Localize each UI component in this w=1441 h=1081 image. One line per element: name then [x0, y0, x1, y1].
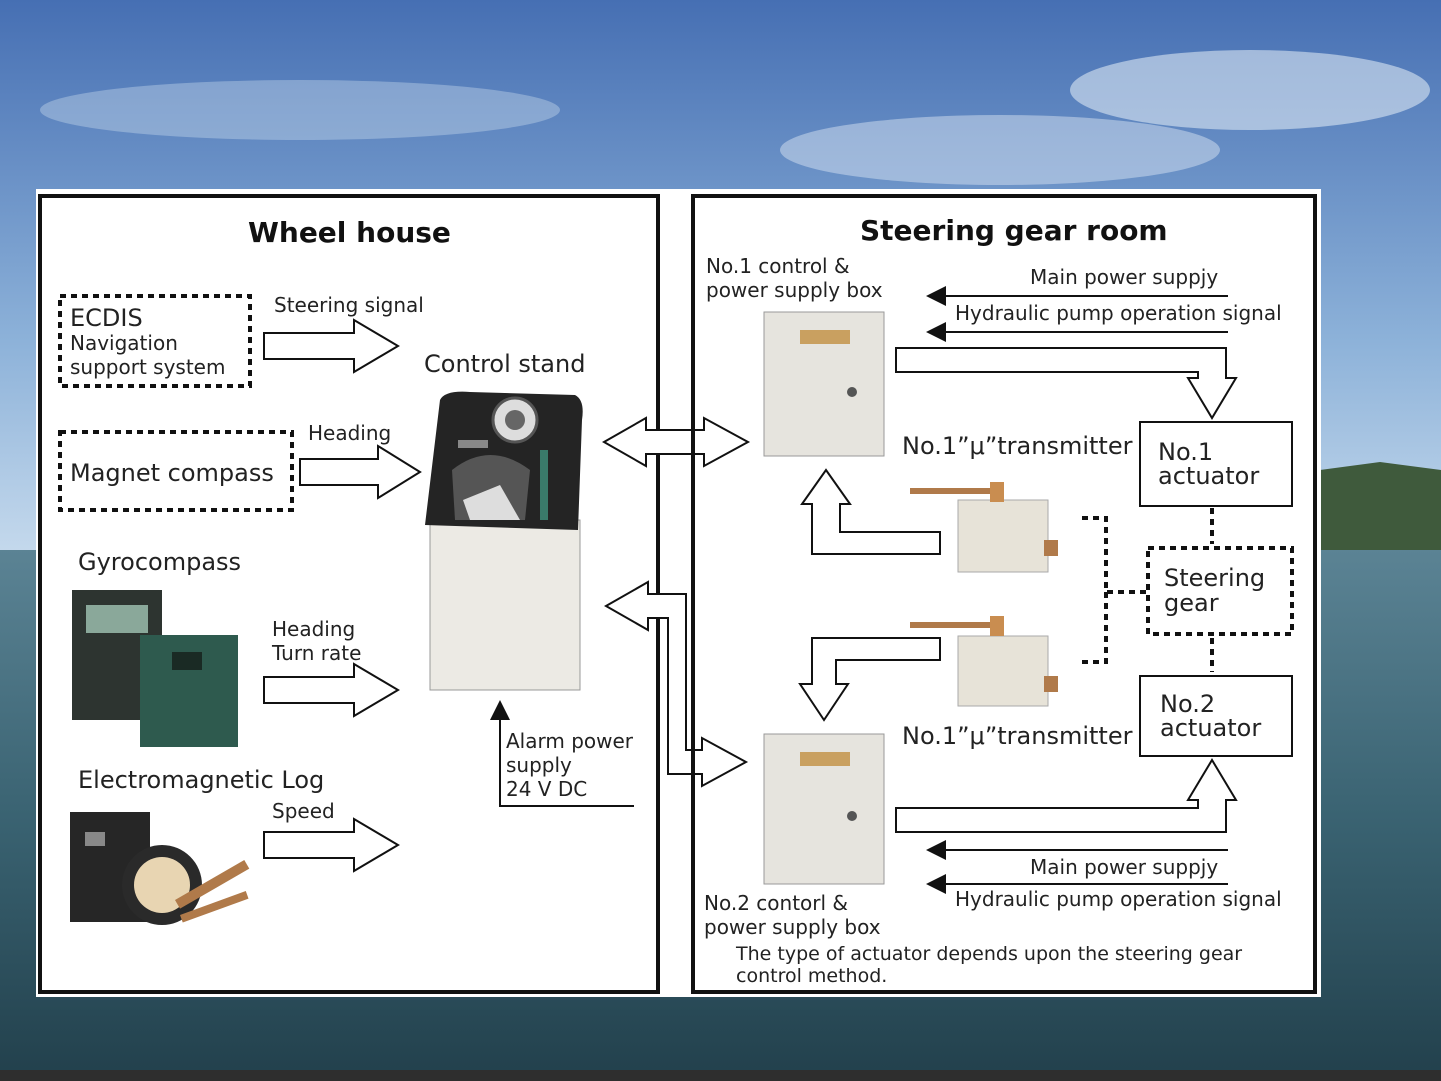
control-box-image [763, 733, 885, 885]
steering-gear-room-title: Steering gear room [860, 214, 1168, 247]
transmitter2-to-box2-arrow [798, 637, 941, 722]
actuator1-label-2: actuator [1158, 462, 1259, 490]
ecdis-navigation-label: Navigation [70, 331, 178, 355]
gyrocompass-label: Gyrocompass [78, 548, 241, 576]
log-image [70, 812, 250, 925]
alarm-power-label-1: Alarm power [506, 729, 634, 753]
actuator-note-line-1: The type of actuator depends upon the st… [735, 943, 1242, 965]
box1-to-actuator1-arrow [895, 347, 1238, 420]
alarm-power-label-3: 24 V DC [506, 777, 587, 801]
magnet-compass-label: Magnet compass [70, 459, 274, 487]
speed-label: Speed [272, 799, 335, 823]
electromagnetic-log-label: Electromagnetic Log [78, 766, 324, 794]
actuator2-label-2: actuator [1160, 714, 1261, 742]
main-power-label-bottom: Main power suppjy [1030, 855, 1218, 879]
transmitter1-label: No.1”μ”transmitter [902, 432, 1133, 460]
control-box-image [763, 311, 885, 457]
ecdis-box [58, 294, 252, 388]
actuator1-box [1139, 421, 1293, 507]
steering-signal-arrow [263, 318, 400, 374]
box2-label-1: No.2 contorl & [704, 891, 848, 915]
box2-to-actuator2-arrow [895, 758, 1238, 833]
magnet-compass-box [58, 430, 294, 512]
alarm-power-arrow [490, 700, 634, 807]
transmitter1-to-box1-arrow [800, 468, 941, 555]
steering-gear-room-frame [691, 194, 1317, 994]
gyro-heading-label: Heading [272, 617, 355, 641]
wheel-house-title: Wheel house [248, 216, 451, 249]
alarm-power-label-2: supply [506, 753, 572, 777]
box1-label-1: No.1 control & [706, 254, 850, 278]
actuator1-label-1: No.1 [1158, 438, 1213, 466]
bidirectional-link-top [601, 416, 751, 468]
hydraulic-signal-label-bottom: Hydraulic pump operation signal [955, 887, 1282, 911]
transmitter2-label: No.1”μ”transmitter [902, 722, 1133, 750]
gear-to-transmitters-link [1080, 516, 1146, 664]
gyrocompass-image [72, 590, 238, 747]
actuator-note-line-2: control method. [736, 965, 887, 987]
bidirectional-link-bottom [603, 580, 749, 788]
heading-label: Heading [308, 421, 391, 445]
transmitter-image [910, 616, 1058, 707]
steering-gear-label-2: gear [1164, 589, 1219, 617]
control-stand-image [425, 391, 583, 691]
ecdis-support-label: support system [70, 355, 225, 379]
control-stand-label: Control stand [424, 350, 585, 378]
main-power-label-top: Main power suppjy [1030, 265, 1218, 289]
steering-signal-label: Steering signal [274, 293, 424, 317]
heading-arrow [299, 444, 422, 500]
actuator2-box [1139, 675, 1293, 757]
steering-gear-label-1: Steering [1164, 564, 1265, 592]
gyro-turn-rate-label: Turn rate [271, 641, 361, 665]
actuator2-label-1: No.2 [1160, 690, 1215, 718]
hydraulic-signal-label-top: Hydraulic pump operation signal [955, 301, 1282, 325]
steering-gear-box [1146, 546, 1294, 636]
gyro-arrow [263, 662, 400, 718]
transmitter-image [910, 482, 1058, 573]
ecdis-label: ECDIS [70, 304, 143, 332]
speed-arrow [263, 817, 400, 873]
box1-label-2: power supply box [706, 278, 883, 302]
box2-label-2: power supply box [704, 915, 881, 939]
